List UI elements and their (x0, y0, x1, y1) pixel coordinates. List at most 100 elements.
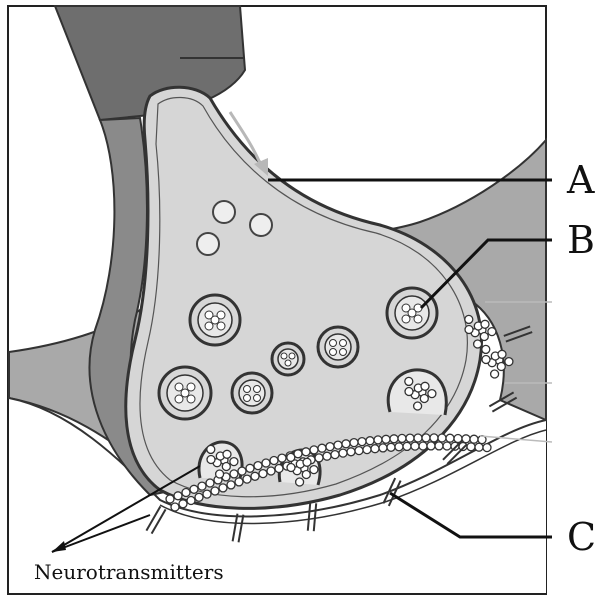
neurotransmitter-dot (481, 354, 491, 365)
neurotransmitter-dot (309, 445, 319, 455)
label-c: C (567, 515, 596, 559)
neurotransmitter-dot (389, 434, 399, 444)
neurotransmitter-dot (205, 478, 215, 488)
neurotransmitter-dot (317, 443, 327, 453)
leader-arrowhead (52, 541, 66, 552)
neurotransmitter-dot (301, 447, 311, 457)
neurotransmitter-dot (301, 469, 311, 480)
neurotransmitter-dot (346, 447, 356, 457)
neurotransmitter-dot (354, 445, 364, 456)
neurotransmitter-dot (404, 386, 414, 397)
neurotransmitter-dot (237, 466, 247, 476)
presynaptic-terminal-inner-membrane (139, 96, 468, 498)
neurotransmitter-dot (341, 439, 351, 449)
postsynaptic-membrane-line (8, 397, 547, 518)
leader-line-b (419, 238, 552, 310)
neurotransmitter-dot (461, 434, 471, 444)
neurotransmitter-dot (333, 440, 343, 450)
neurotransmitter-dot (442, 441, 452, 451)
neurotransmitter-dot (165, 494, 175, 504)
neurotransmitter-dot (397, 433, 407, 444)
neurotransmitter-dot (314, 453, 324, 463)
neurotransmitter-dot (362, 444, 372, 455)
postsynaptic-membrane-zone (9, 398, 546, 593)
neurotransmitter-dot (349, 437, 359, 448)
neurotransmitter-dot (229, 456, 239, 467)
neurotransmitter-dot (186, 495, 196, 506)
neurotransmitter-dot (410, 441, 420, 451)
neurotransmitter-dot (258, 468, 268, 479)
small-vesicle (196, 232, 220, 256)
neurotransmitter-dot (294, 477, 305, 487)
neurotransmitter-dot (474, 442, 484, 452)
synaptic-vesicle (188, 293, 242, 347)
label-neurotransmitters: Neurotransmitters (34, 560, 224, 584)
neurotransmitter-dot (469, 434, 479, 444)
neurotransmitter-dot (210, 486, 220, 496)
neurotransmitter-dot (464, 314, 474, 325)
neurotransmitter-dot (405, 433, 415, 443)
synaptic-vesicle (157, 365, 213, 421)
neurotransmitter-dot (437, 433, 447, 443)
neurotransmitter-dot (309, 464, 319, 475)
neurotransmitter-dot (338, 448, 348, 458)
neurotransmitter-dot (482, 442, 492, 453)
neurotransmitter-dot (445, 433, 455, 443)
neurotransmitter-dot (222, 449, 232, 459)
label-b: B (567, 218, 595, 262)
neurotransmitter-dot (434, 441, 444, 451)
neurotransmitter-dot (286, 452, 296, 463)
neurotransmitter-dot (173, 491, 183, 501)
neurotransmitter-dot (170, 502, 180, 512)
neurotransmitter-dot (322, 451, 332, 461)
neurotransmitter-dot (245, 463, 255, 473)
small-vesicle (249, 213, 273, 237)
neurotransmitter-dot (266, 466, 276, 476)
neurotransmitter-dot (464, 324, 474, 335)
neurotransmitter-dot (394, 442, 404, 452)
receptor (503, 325, 533, 343)
receptor (231, 513, 245, 543)
neurotransmitter-dot (487, 326, 497, 337)
neurotransmitter-dot (269, 455, 279, 466)
neurotransmitter-dot (206, 444, 216, 455)
neurotransmitter-dot (429, 433, 439, 443)
neurotransmitter-dot (479, 331, 489, 342)
neurotransmitter-dot (197, 481, 207, 491)
neurotransmitter-dot (274, 463, 284, 474)
neurotransmitter-dot (412, 401, 423, 411)
receptor (442, 439, 468, 465)
neurotransmitter-dot (504, 356, 514, 367)
small-vesicle (212, 200, 236, 224)
receptors (145, 325, 533, 543)
neurotransmitter-dot (466, 442, 476, 452)
neurotransmitter-dot (242, 474, 252, 484)
neurotransmitter-dot (480, 319, 490, 329)
neurotransmitter-dot (325, 441, 335, 452)
receptor (145, 505, 167, 535)
neurotransmitter-dot (234, 477, 244, 487)
neurotransmitter-dot (420, 381, 430, 391)
neurotransmitter-dot (226, 480, 236, 490)
neurotransmitter-dot (181, 487, 191, 498)
neurotransmitter-dot (381, 434, 391, 444)
neurotransmitter-dot (378, 443, 388, 453)
neurotransmitter-dot (206, 454, 216, 465)
neurotransmitter-dot (418, 441, 428, 451)
leader-line-nt-2 (51, 514, 151, 553)
label-a: A (566, 158, 595, 202)
neurotransmitter-dot (419, 393, 429, 404)
neurotransmitter-dot (373, 435, 383, 445)
neurotransmitter-dot (357, 436, 367, 447)
neurotransmitter-dot (386, 442, 396, 452)
synaptic-vesicle (385, 286, 439, 340)
neurotransmitter-dot (497, 349, 507, 359)
neurotransmitter-dot (178, 499, 188, 509)
neurotransmitter-dot (214, 469, 225, 479)
neurotransmitter-dot (489, 369, 500, 379)
neurotransmitter-dot (427, 388, 437, 399)
neurotransmitter-dot (189, 484, 199, 494)
neurotransmitter-molecules (165, 314, 514, 512)
neurotransmitter-dot (194, 492, 204, 502)
neurotransmitter-dot (402, 441, 412, 452)
